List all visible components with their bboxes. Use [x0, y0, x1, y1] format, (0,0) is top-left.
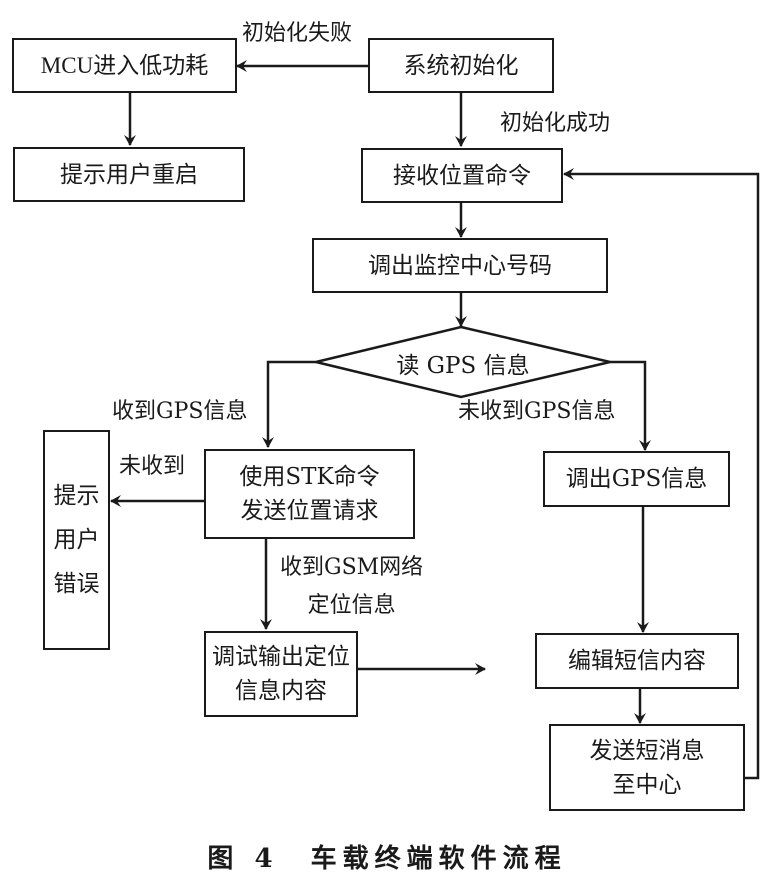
figure-caption: 图 4 车载终端软件流程	[207, 844, 567, 874]
edge-loop-back	[563, 168, 760, 780]
label-gsm-received: 收到GSM网络 定位信息	[280, 555, 424, 618]
node-prompt-restart: 提示用户重启	[13, 147, 245, 202]
decision-diamond	[315, 325, 611, 399]
node-fetch-gps-info: 调出GPS信息	[543, 451, 730, 507]
label-gps-not-received: 未收到GPS信息	[458, 399, 616, 424]
node-fetch-monitor-number: 调出监控中心号码	[312, 238, 608, 293]
label-init-success: 初始化成功	[500, 111, 611, 136]
node-stk-send-request: 使用STK命令 发送位置请求	[204, 449, 415, 539]
edge-gps-not-received	[610, 360, 651, 451]
node-read-gps: 读 GPS 信息	[396, 353, 530, 379]
node-receive-location-cmd: 接收位置命令	[361, 148, 563, 203]
node-debug-output: 调试输出定位 信息内容	[204, 631, 358, 717]
edge-gps-received	[262, 360, 316, 448]
label-not-received: 未收到	[119, 454, 186, 479]
node-mcu-low-power: MCU进入低功耗	[12, 38, 237, 93]
node-edit-sms: 编辑短信内容	[535, 633, 739, 689]
label-init-fail: 初始化失败	[242, 21, 353, 46]
node-system-init: 系统初始化	[368, 38, 554, 93]
label-gps-received: 收到GPS信息	[112, 399, 248, 424]
node-prompt-user-error: 提示 用户 错误	[43, 430, 110, 650]
node-send-sms: 发送短消息 至中心	[549, 724, 745, 811]
